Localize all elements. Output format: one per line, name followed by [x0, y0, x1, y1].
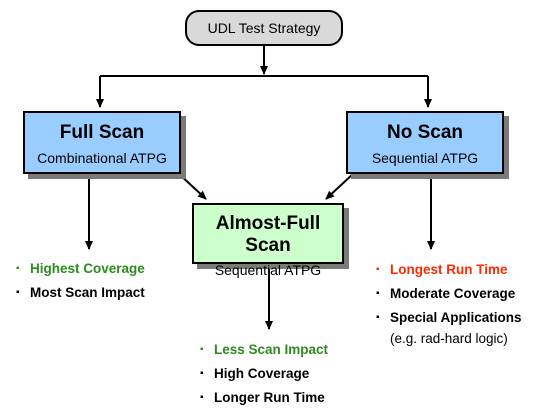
bullet-icon: ▪: [376, 264, 380, 275]
no-scan-to-almost-arrow: [325, 172, 355, 200]
no-scan-item-text: Longest Run Time: [390, 262, 508, 277]
list-item: ▪ Less Scan Impact: [200, 338, 328, 362]
root-label: UDL Test Strategy: [207, 20, 321, 36]
bullet-icon: ▪: [16, 263, 20, 274]
bullet-icon: ▪: [200, 368, 204, 379]
bullet-icon: ▪: [16, 287, 20, 298]
full-scan-node: Full Scan Combinational ATPG: [23, 111, 181, 174]
bullet-icon: ▪: [200, 392, 204, 403]
no-scan-list: ▪ Longest Run Time ▪ Moderate Coverage ▪ Sp…: [376, 258, 522, 348]
no-scan-title: No Scan: [386, 122, 464, 143]
bullet-icon: ▪: [376, 288, 380, 299]
full-scan-list: ▪ Highest Coverage ▪ Most Scan Impact: [16, 257, 145, 305]
full-scan-item-text: Most Scan Impact: [30, 285, 145, 300]
list-item: ▪ Highest Coverage: [16, 257, 145, 281]
almost-item-text: Longer Run Time: [214, 390, 325, 405]
no-scan-node: No Scan Sequential ATPG: [346, 111, 504, 174]
almost-full-scan-subtitle: Sequential ATPG: [214, 262, 322, 278]
list-item: ▪ Longest Run Time: [376, 258, 522, 282]
almost-item-text: Less Scan Impact: [214, 342, 329, 357]
full-scan-subtitle: Combinational ATPG: [37, 150, 167, 166]
full-scan-title: Full Scan: [59, 122, 145, 143]
no-scan-note-text: (e.g. rad-hard logic): [390, 331, 508, 346]
bullet-icon: ▪: [200, 344, 204, 355]
list-item: ▪ Special Applications: [376, 306, 522, 330]
almost-full-scan-title: Almost-Full Scan: [215, 213, 321, 256]
almost-full-scan-node: Almost-Full Scan Sequential ATPG: [192, 203, 344, 278]
no-scan-subtitle: Sequential ATPG: [371, 150, 479, 166]
root-node: UDL Test Strategy: [185, 10, 343, 46]
list-item: ▪ Most Scan Impact: [16, 281, 145, 305]
list-item: ▪ Moderate Coverage: [376, 282, 522, 306]
list-item: ▪ High Coverage: [200, 362, 328, 386]
no-scan-item-text: Moderate Coverage: [390, 286, 516, 301]
bullet-icon: ▪: [376, 312, 380, 323]
full-scan-item-text: Highest Coverage: [30, 261, 145, 276]
almost-full-scan-list: ▪ Less Scan Impact ▪ High Coverage ▪ Longer…: [200, 338, 328, 410]
list-item: ▪ Longer Run Time: [200, 386, 328, 410]
almost-item-text: High Coverage: [214, 366, 310, 381]
no-scan-item-text: Special Applications: [390, 310, 522, 325]
no-scan-note: (e.g. rad-hard logic): [376, 330, 522, 348]
